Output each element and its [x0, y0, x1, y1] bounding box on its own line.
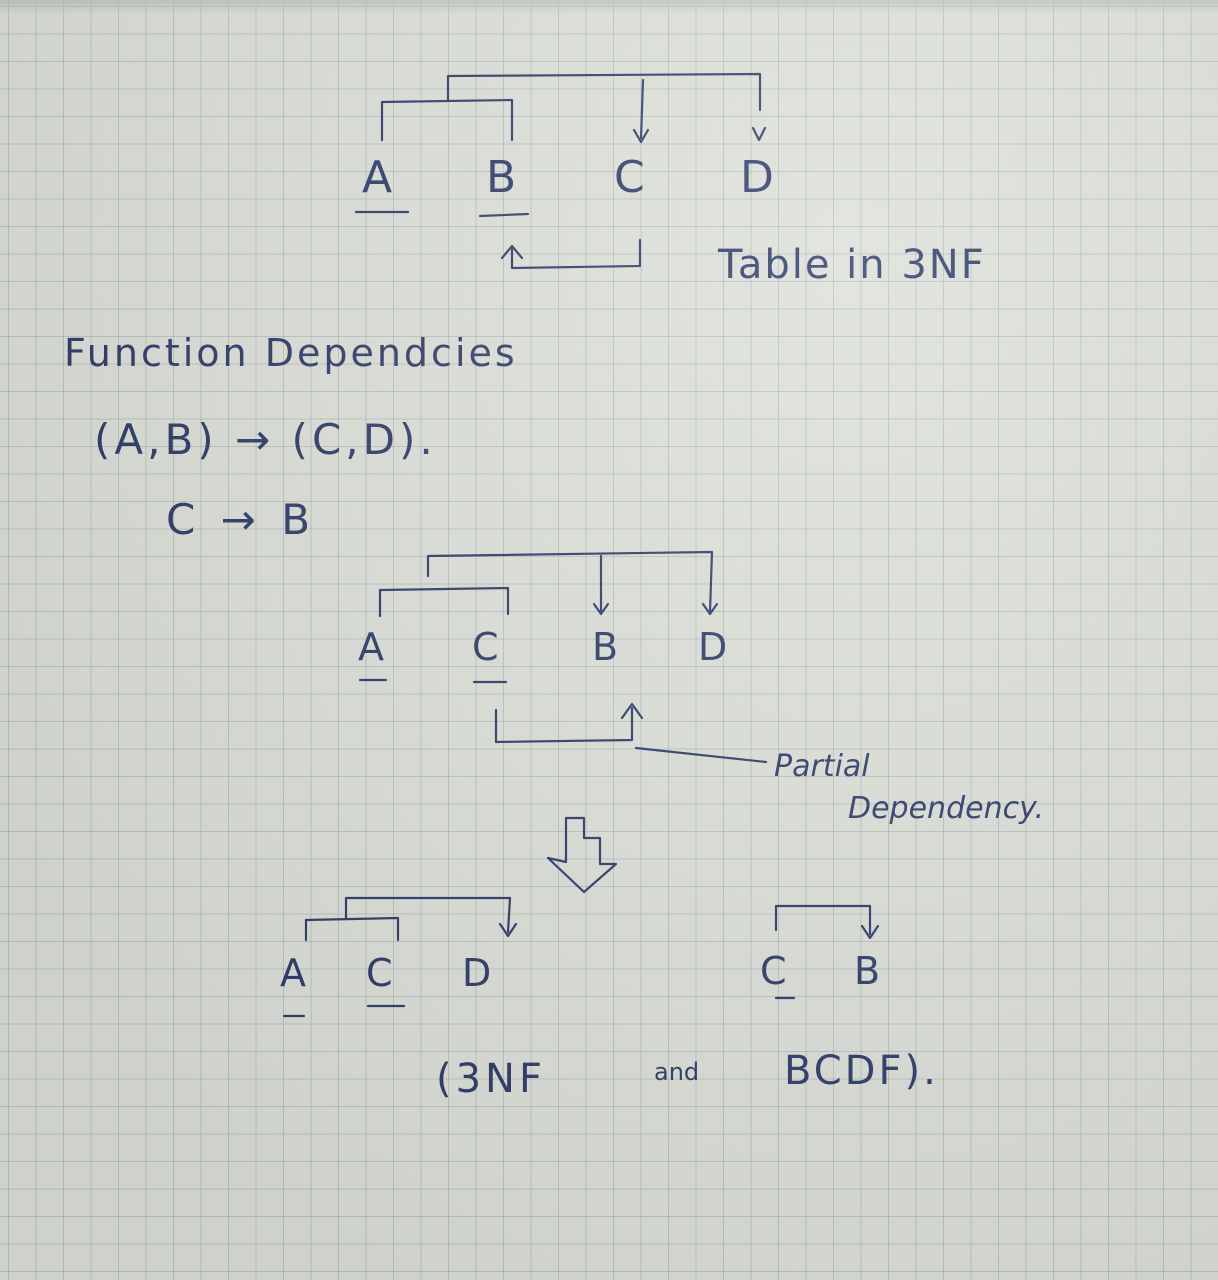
diagram-3nf-table: A B C D Table in 3NF: [354, 72, 986, 288]
attr2-b-label: B: [592, 625, 618, 669]
attr-a-label: A: [362, 152, 392, 203]
left-attr-c: C: [366, 951, 393, 995]
fd-bracket-top: [446, 72, 762, 112]
key-bracket: [380, 98, 514, 142]
decomposed-table-right: C B: [760, 904, 880, 1000]
conclusion-open: (3NF: [436, 1056, 546, 1102]
down-arrow-icon: [546, 816, 618, 894]
attr2-d-label: D: [698, 625, 727, 669]
fd-ab-to-cd: (A,B) → (C,D).: [94, 415, 437, 464]
attr-b-label: B: [486, 152, 516, 203]
functional-dependencies: Function Dependcies (A,B) → (C,D). C → B: [64, 331, 518, 544]
right-attr-b: B: [854, 949, 880, 993]
diagram1-caption: Table in 3NF: [717, 242, 986, 288]
note-pointer: [634, 746, 768, 764]
left-attr-a: A: [280, 951, 306, 995]
fd-bracket-top-2: [426, 550, 714, 614]
conclusion: (3NF and BCDF).: [436, 1048, 939, 1102]
conclusion-close: BCDF).: [784, 1048, 939, 1094]
fd-c-to-b: C → B: [166, 495, 316, 544]
diagram-partial-dependency: A C B D Partial Dependency.: [358, 550, 1044, 826]
attr2-a-label: A: [358, 625, 384, 669]
right-attr-c: C: [760, 949, 787, 993]
decomposed-table-left: A C D: [280, 896, 518, 1018]
dependencies-heading: Function Dependcies: [64, 331, 518, 375]
fd2-c-to-b: [494, 706, 634, 744]
attr-c-label: C: [614, 152, 645, 203]
conclusion-and: and: [654, 1058, 699, 1086]
key-bracket-2: [378, 586, 510, 618]
partial-note-line1: Partial: [774, 749, 870, 784]
attr-d-label: D: [740, 152, 774, 203]
fd-arrow-to-c: [639, 78, 645, 140]
left-attr-d: D: [462, 951, 491, 995]
attr2-c-label: C: [472, 625, 499, 669]
underline-b: [478, 212, 530, 218]
partial-note-line2: Dependency.: [848, 791, 1044, 826]
decomposition-arrow: [546, 816, 618, 894]
fd-c-to-b: [510, 238, 642, 270]
